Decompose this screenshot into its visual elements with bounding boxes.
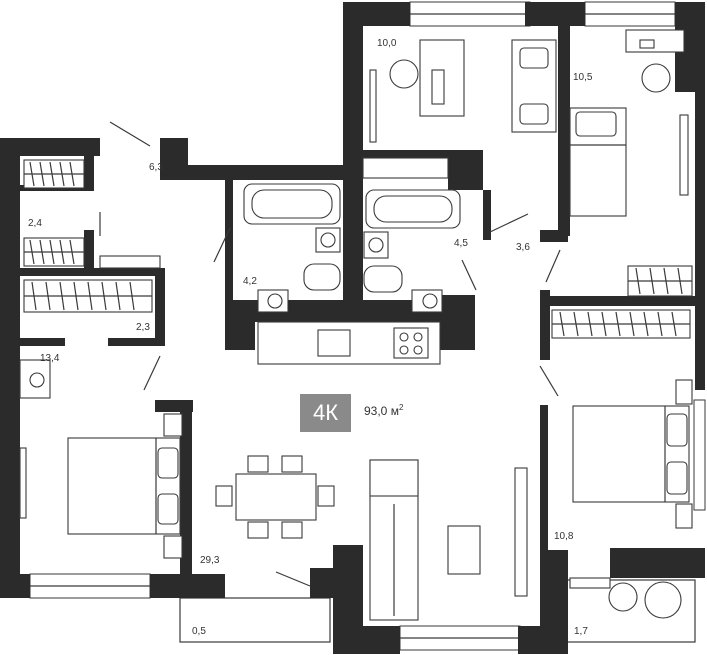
bedroom-left-furniture — [19, 359, 183, 559]
area-label-wardrobe: 2,3 — [136, 322, 150, 333]
doors — [99, 121, 561, 587]
area-label-bedroom-top: 10,0 — [377, 38, 397, 49]
area-label-living-kitchen: 29,3 — [200, 555, 220, 566]
area-label-closet-small: 2,4 — [28, 218, 42, 229]
bathroom-fixtures — [243, 183, 461, 313]
area-unit-superscript: 2 — [398, 403, 404, 412]
total-area: 93,0 м2 — [364, 403, 403, 418]
area-label-bedroom-left: 13,4 — [40, 353, 60, 364]
total-area-value: 93,0 м — [364, 404, 399, 418]
wardrobe-racks — [23, 159, 693, 339]
area-label-balcony-right: 1,7 — [574, 626, 588, 637]
bedroom-top-furniture — [362, 39, 557, 179]
area-label-hallway: 6,3 — [149, 162, 163, 173]
area-label-closet-right: 3,6 — [516, 242, 530, 253]
area-label-bathroom-right: 4,5 — [454, 238, 468, 249]
living-furniture — [369, 459, 528, 621]
area-label-bedroom-top-right: 10,5 — [573, 72, 593, 83]
kitchen-counter — [257, 321, 441, 365]
bedroom-right-furniture — [569, 379, 693, 619]
area-label-bedroom-right: 10,8 — [554, 531, 574, 542]
area-label-bathroom-left: 4,2 — [243, 276, 257, 287]
apartment-type-badge: 4К — [300, 394, 351, 432]
area-label-balcony-left: 0,5 — [192, 626, 206, 637]
room-area-labels: 10,0 10,5 6,3 2,4 2,3 4,2 4,5 3,6 13,4 2… — [28, 38, 593, 637]
dining-set — [215, 455, 335, 539]
bedroom-top-right-furniture — [569, 29, 689, 217]
